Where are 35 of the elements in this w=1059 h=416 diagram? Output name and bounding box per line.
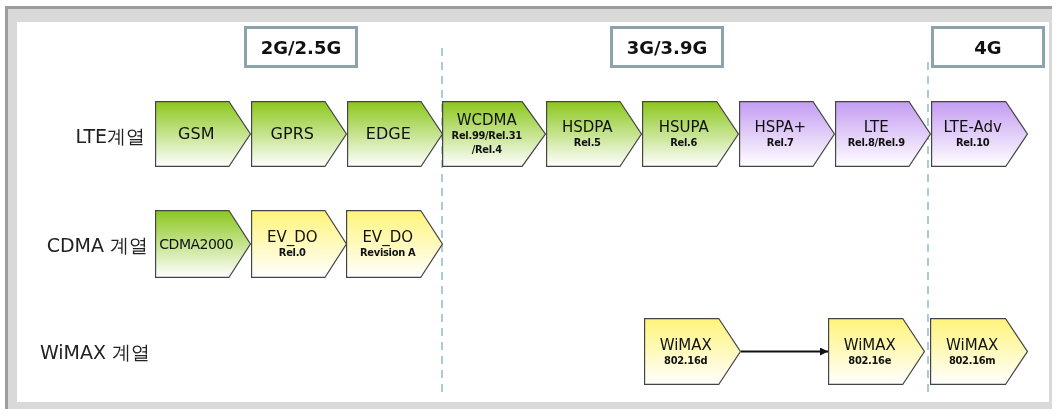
box-title: WCDMA [456,111,517,129]
row-label: CDMA 계열 [45,233,148,258]
box-title: EV_DO [266,228,318,246]
release-label: Rel.10 [955,136,990,150]
box-title: GSM [178,125,215,143]
box-title: HSPA+ [754,118,807,136]
era-box: 3G/3.9G [610,26,724,68]
chevron-box [644,318,741,385]
release-label: 802.16e [848,353,892,368]
row-label: WiMAX 계열 [38,340,150,365]
era-box: 4G [931,26,1045,68]
chevron-box [828,318,925,385]
box-title: WiMAX [946,335,999,354]
release-label: Rel.8/Rel.9 [847,136,905,150]
box-title: EDGE [365,125,411,143]
box-title: WiMAX [659,335,712,354]
release-label: Rel.0 [278,246,306,260]
box-title: HSUPA [658,118,709,136]
release-label: Rel.6 [670,136,698,150]
release-label: 802.16m [948,353,996,368]
box-title: HSDPA [561,118,613,136]
box-title: EV_DO [362,228,413,246]
arrow [740,347,829,356]
era-box: 2G/2.5G [244,26,358,68]
release-label: Revision A [360,246,416,260]
release-label: Rel.99/Rel.31 /Rel.4 [450,129,523,157]
box-title: GPRS [270,125,314,143]
release-label: Rel.7 [766,136,794,150]
box-title: LTE-Adv [943,118,1002,136]
row-label: LTE계열 [74,124,145,149]
box-title: LTE [863,118,889,136]
release-label: 802.16d [664,353,708,368]
box-title: CDMA2000 [159,235,234,253]
box-title: WiMAX [843,335,896,354]
release-label: Rel.5 [573,136,601,150]
